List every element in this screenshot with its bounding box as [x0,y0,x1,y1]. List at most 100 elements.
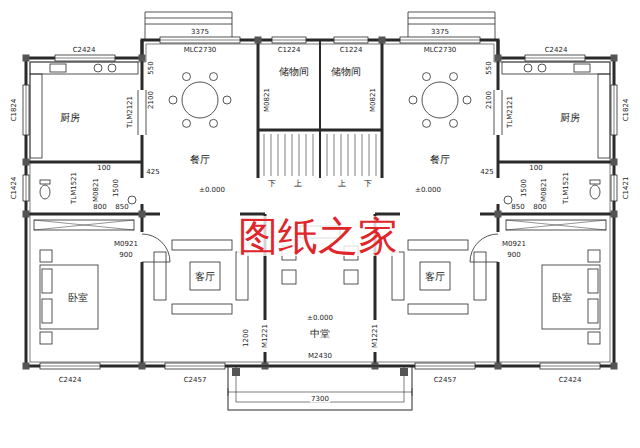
chair [223,96,231,104]
window-code: C2457 [183,377,208,384]
stair-mark: 下 [267,180,277,188]
wardrobe [34,220,134,230]
window [40,363,100,369]
door-code: TLM1521 [71,171,78,205]
window [26,85,27,135]
room-name: 厨房 [59,113,81,123]
wall [320,129,382,132]
window [400,40,480,41]
window-code: MLC2730 [423,47,458,54]
wall [381,40,384,178]
stair-tread [306,134,307,176]
dimension: 2100 [486,90,493,110]
step [408,12,495,13]
door-code: M1221 [262,323,269,349]
bed [40,265,98,329]
sofa [474,252,486,300]
dimension: 425 [479,169,494,176]
window-code: C1824 [623,98,630,123]
window [334,37,368,43]
room-area: 卧室 [498,214,614,366]
chair [344,270,358,284]
window-code: C1224 [277,47,302,54]
column [23,55,30,62]
room-area: 卧室 [26,214,142,366]
stove [108,64,116,72]
step [145,24,232,25]
sink [574,64,590,72]
column [23,363,30,370]
window [165,363,225,369]
window-code: C1424 [11,176,18,201]
pillow [588,299,598,323]
stair-tread [278,134,279,176]
window [272,40,306,41]
sliding-door [502,90,503,135]
dimension-line [228,392,412,393]
sofa [408,304,468,314]
toilet [40,185,50,199]
room-area: 厨房 [498,58,614,162]
chair [183,73,191,81]
room-name: 客厅 [424,272,446,282]
plan-lines [23,12,618,410]
coffee-table [190,262,220,290]
window [23,175,29,201]
stair-tread [355,134,356,176]
dimension: 425 [145,169,160,176]
stair-tread [362,134,363,176]
wall [498,213,614,216]
sofa [154,252,166,300]
room-area: 储物间 [320,40,382,130]
room-area: 厨房 [26,58,142,162]
dimension: 1500 [521,178,528,198]
door-code: TLM2121 [127,95,134,129]
door-code: M0821 [541,177,548,203]
column [139,363,146,370]
column [495,363,502,370]
chair [210,119,218,127]
room-name: 厨房 [559,113,581,123]
dimension: 7300 [310,396,330,403]
chair [423,73,431,81]
window-code: C2424 [72,47,97,54]
dimension: 100 [528,165,543,172]
stair-tread [299,134,300,176]
window [26,175,27,201]
dimension: 2100 [148,90,155,110]
dimension-tick [228,388,229,396]
step [145,12,146,40]
level-mark: ±0.000 [414,187,442,194]
sofa [172,240,232,250]
wall [141,162,144,178]
door-code: M0821 [264,87,271,113]
door-code: M0821 [93,177,100,203]
wall [497,204,500,232]
window [614,175,615,201]
sofa [172,304,232,314]
window [400,37,480,43]
column [379,37,386,44]
toilet-tank [590,180,600,184]
column [495,211,502,218]
sofa [408,240,468,250]
dimension: 100 [96,165,111,172]
chair [423,119,431,127]
pillow [588,269,598,293]
room-name: 储物间 [278,67,310,77]
chair [183,119,191,127]
room-name: 中堂 [309,329,331,339]
wall [498,161,614,164]
chair [169,96,177,104]
dimension: 3375 [190,29,210,36]
wall [26,161,142,164]
dimension: 850 [510,204,525,211]
column [400,368,408,376]
wall [497,262,500,366]
window [165,366,225,367]
stair-tread [271,134,272,176]
column [232,368,240,376]
column [23,211,30,218]
window [23,85,29,135]
